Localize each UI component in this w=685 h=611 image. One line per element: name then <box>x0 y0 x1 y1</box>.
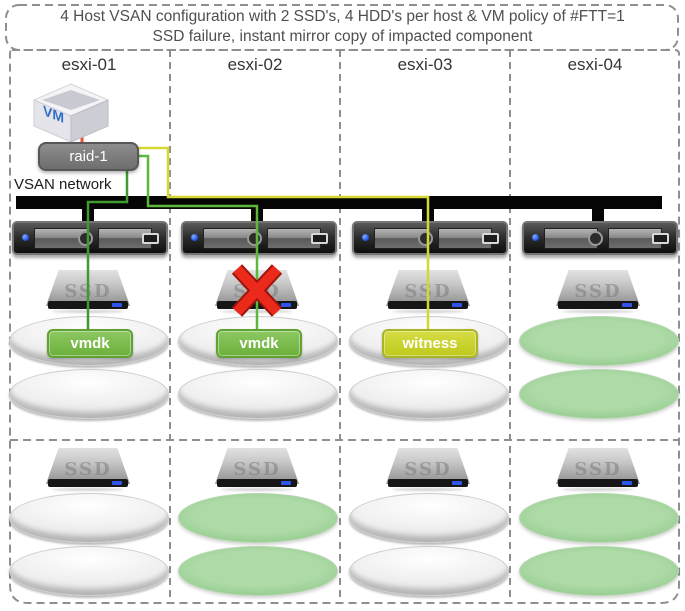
ssd-esxi-04-group2: SSD <box>556 448 640 491</box>
ssd-led-icon <box>452 303 462 307</box>
server-knob-icon <box>78 231 93 246</box>
hdd-esxi-01-g2-r1 <box>9 493 169 543</box>
witness-label-esxi-03: witness <box>382 329 478 358</box>
ssd-esxi-04-group1: SSD <box>556 270 640 313</box>
power-button-icon <box>652 233 669 244</box>
host-label-esxi-01: esxi-01 <box>61 55 117 74</box>
ssd-text: SSD <box>404 458 452 480</box>
ssd-shadow <box>52 310 124 313</box>
ssd-text: SSD <box>404 280 452 302</box>
server-esxi-03 <box>352 221 508 255</box>
power-button-icon <box>311 233 328 244</box>
power-button-icon <box>142 233 159 244</box>
server-knob-icon <box>247 231 262 246</box>
hdd-esxi-04-g1-r1-mirrored <box>519 316 679 366</box>
ssd-esxi-01-group2: SSD <box>46 448 130 491</box>
ssd-text: SSD <box>64 458 112 480</box>
hdd-esxi-03-g2-r1 <box>349 493 509 543</box>
ssd-shadow <box>562 310 634 313</box>
ssd-text: SSD <box>233 458 281 480</box>
raid-1-node: raid-1 <box>38 142 139 171</box>
ssd-text: SSD <box>574 458 622 480</box>
vmdk-label-esxi-02: vmdk <box>216 329 302 358</box>
hdd-esxi-02-g1-r2 <box>178 369 338 419</box>
hdd-esxi-03-g2-r2 <box>349 546 509 596</box>
hdd-esxi-01-g1-r2 <box>9 369 169 419</box>
host-label-esxi-02: esxi-02 <box>227 55 283 74</box>
ssd-led-icon <box>452 481 462 485</box>
server-led-icon <box>532 234 539 241</box>
failure-x-icon <box>231 264 283 317</box>
title-line-2: SSD failure, instant mirror copy of impa… <box>152 28 533 45</box>
host-label-esxi-03: esxi-03 <box>397 55 453 74</box>
server-led-icon <box>362 234 369 241</box>
server-knob-icon <box>588 231 603 246</box>
server-esxi-01 <box>12 221 168 255</box>
server-esxi-04 <box>522 221 678 255</box>
ssd-led-icon <box>622 481 632 485</box>
ssd-shadow <box>392 488 464 491</box>
host-label-esxi-04: esxi-04 <box>567 55 623 74</box>
ssd-shadow <box>52 488 124 491</box>
ssd-shadow <box>392 310 464 313</box>
diagram-title: 4 Host VSAN configuration with 2 SSD's, … <box>10 7 675 47</box>
hdd-esxi-02-g2-r2-mirrored <box>178 546 338 596</box>
ssd-esxi-03-group1: SSD <box>386 270 470 313</box>
vsan-network-label: VSAN network <box>14 176 112 193</box>
ssd-esxi-01-group1: SSD <box>46 270 130 313</box>
hdd-esxi-03-g1-r2 <box>349 369 509 419</box>
hdd-esxi-04-g2-r1-mirrored <box>519 493 679 543</box>
ssd-led-icon <box>112 481 122 485</box>
ssd-esxi-02-group2: SSD <box>215 448 299 491</box>
ssd-led-icon <box>281 481 291 485</box>
hdd-esxi-02-g2-r1-mirrored <box>178 493 338 543</box>
hdd-esxi-04-g1-r2-mirrored <box>519 369 679 419</box>
raid-1-label: raid-1 <box>69 148 108 165</box>
vmdk-label-esxi-01: vmdk <box>47 329 133 358</box>
ssd-led-icon <box>112 303 122 307</box>
power-button-icon <box>482 233 499 244</box>
ssd-led-icon <box>622 303 632 307</box>
ssd-shadow <box>562 488 634 491</box>
ssd-text: SSD <box>574 280 622 302</box>
server-led-icon <box>22 234 29 241</box>
ssd-shadow <box>221 488 293 491</box>
vm-icon: VM <box>32 83 110 143</box>
hdd-esxi-04-g2-r2-mirrored <box>519 546 679 596</box>
ssd-esxi-03-group2: SSD <box>386 448 470 491</box>
title-line-1: 4 Host VSAN configuration with 2 SSD's, … <box>60 8 625 25</box>
server-led-icon <box>191 234 198 241</box>
vsan-network-bus <box>16 196 662 209</box>
server-esxi-02 <box>181 221 337 255</box>
ssd-text: SSD <box>64 280 112 302</box>
server-knob-icon <box>418 231 433 246</box>
hdd-esxi-01-g2-r2 <box>9 546 169 596</box>
